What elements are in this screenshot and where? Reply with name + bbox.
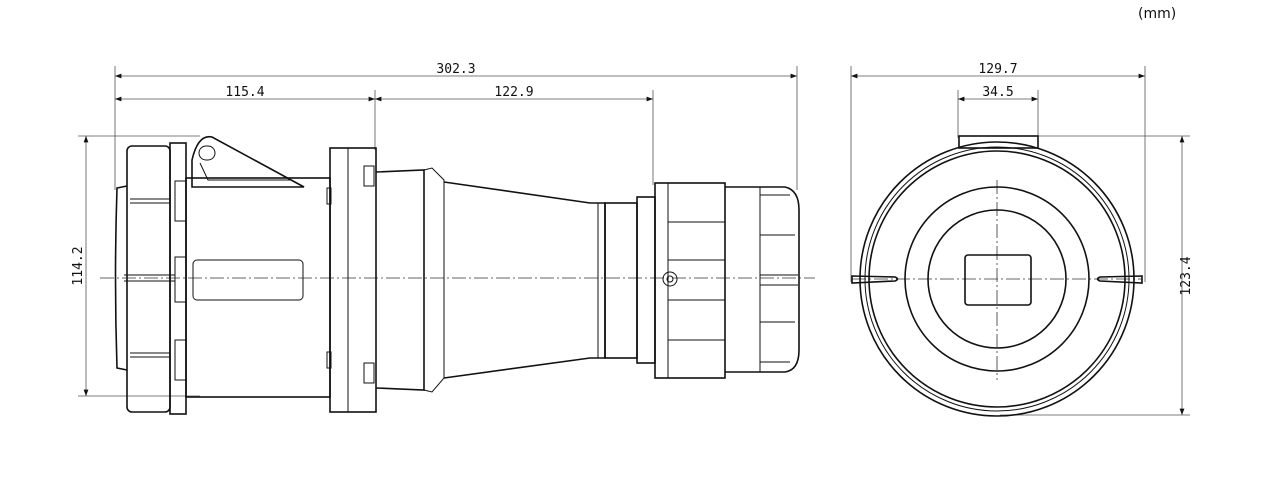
unit-label: (mm) (1138, 6, 1177, 22)
front-height-label: 123.4 (1179, 256, 1194, 295)
side-view-connector (100, 135, 815, 415)
front-view-dimensions: 129.7 34.5 123.4 (850, 62, 1194, 416)
front-view-connector (851, 135, 1143, 417)
height-label: 114.2 (71, 246, 86, 285)
inner-width-label: 34.5 (982, 85, 1013, 100)
rear-length-label: 122.9 (494, 85, 533, 100)
front-length-label: 115.4 (225, 85, 264, 100)
side-view-dimensions: 302.3 115.4 122.9 114.2 (71, 62, 798, 397)
overall-length-label: 302.3 (436, 62, 475, 77)
width-label: 129.7 (978, 62, 1017, 77)
